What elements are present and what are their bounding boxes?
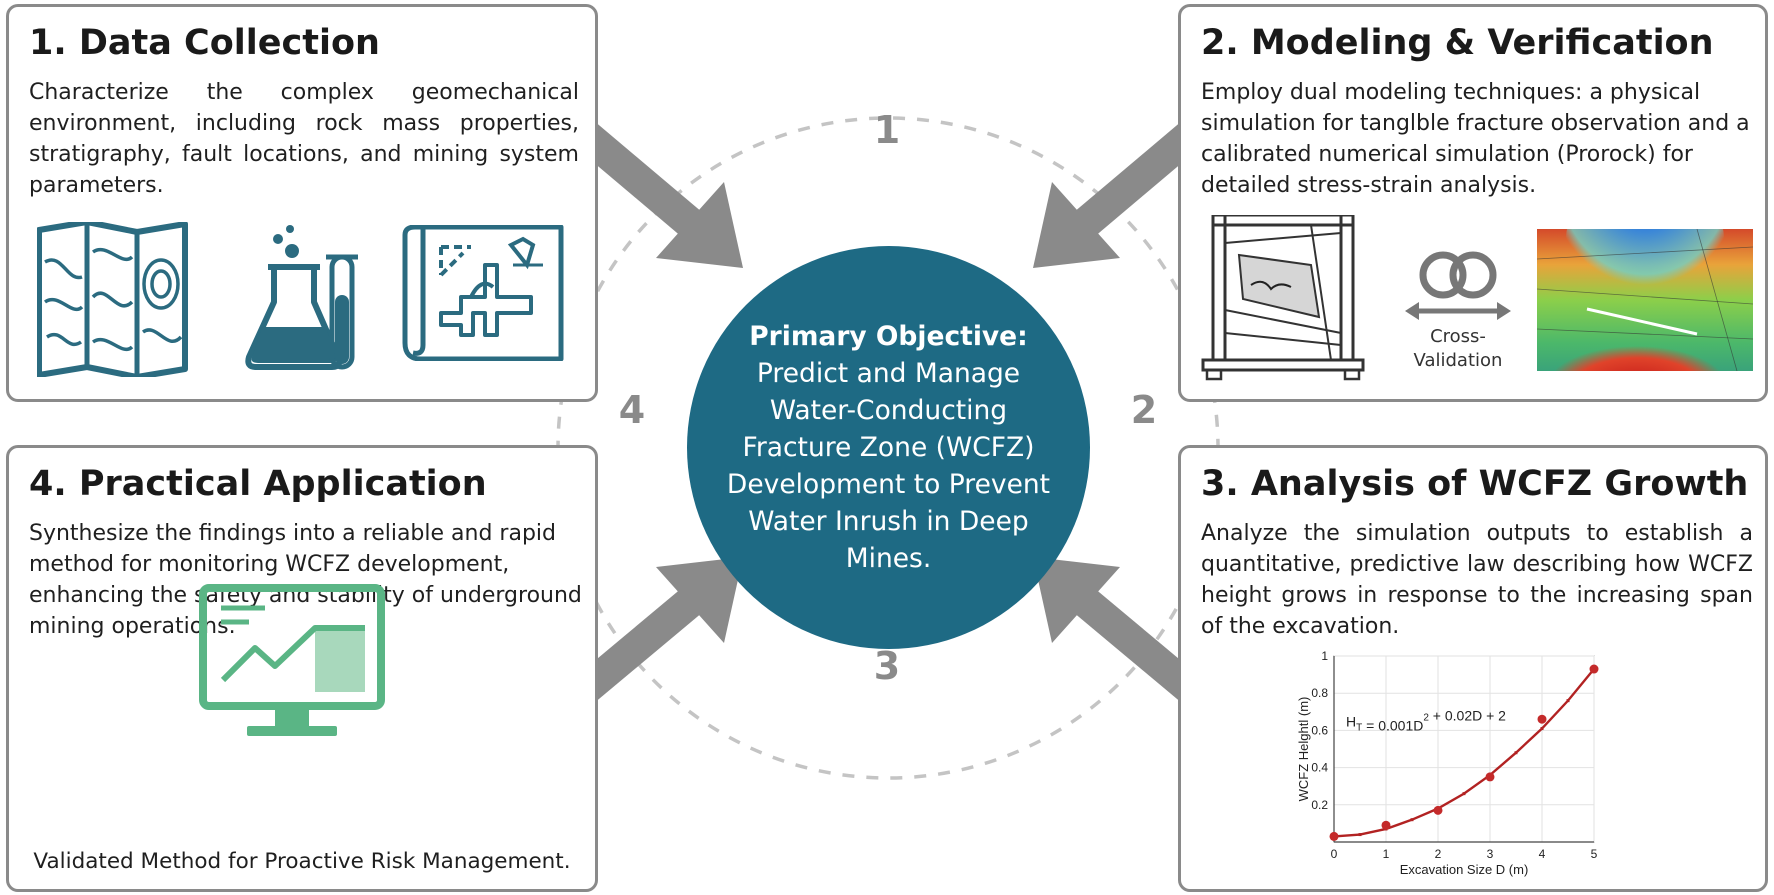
data-point bbox=[1485, 772, 1495, 782]
y-tick-label: 0.2 bbox=[1311, 798, 1328, 812]
data-point bbox=[1329, 831, 1339, 841]
y-tick-label: 0.8 bbox=[1311, 686, 1328, 700]
panel-title: 3. Analysis of WCFZ Growth bbox=[1201, 464, 1749, 504]
fit-curve-marker bbox=[1540, 727, 1544, 731]
arrow-from-data-collection bbox=[569, 117, 743, 268]
panel-title: 4. Practical Application bbox=[29, 464, 487, 504]
fit-curve-marker bbox=[1358, 833, 1362, 837]
x-tick-label: 2 bbox=[1435, 847, 1442, 861]
x-tick-label: 1 bbox=[1383, 847, 1390, 861]
panel-analysis-wcfz-growth: 3. Analysis of WCFZ Growth Analyze the s… bbox=[1178, 445, 1768, 892]
primary-objective-text: Primary Objective: Predict and Manage Wa… bbox=[724, 318, 1054, 577]
numerical-stress-map-icon bbox=[1537, 229, 1753, 371]
panel-description: Employ dual modeling techniques: a physi… bbox=[1201, 80, 1750, 198]
panel-description: Characterize the complex geomechanical e… bbox=[29, 80, 579, 198]
mine-blueprint-icon bbox=[402, 225, 564, 361]
x-axis-label: Excavation Size D (m) bbox=[1400, 862, 1529, 877]
topographic-map-icon bbox=[37, 222, 188, 377]
data-point bbox=[1537, 714, 1547, 724]
fit-curve-marker bbox=[1462, 792, 1466, 796]
step-number-2: 2 bbox=[1130, 388, 1158, 432]
data-point bbox=[1433, 805, 1443, 815]
fit-curve-marker bbox=[1410, 818, 1414, 822]
arrow-from-modeling bbox=[1033, 117, 1207, 268]
step-number-4: 4 bbox=[618, 388, 646, 432]
cross-validation-arrows-icon bbox=[1405, 251, 1511, 320]
arrow-from-analysis bbox=[1033, 557, 1207, 707]
y-tick-label: 1 bbox=[1321, 649, 1328, 663]
primary-objective-circle: Primary Objective: Predict and Manage Wa… bbox=[687, 246, 1090, 649]
panel-modeling-verification: 2. Modeling & Verification Employ dual m… bbox=[1178, 4, 1768, 402]
panel-title: 2. Modeling & Verification bbox=[1201, 23, 1714, 63]
equation-annotation: HT = 0.001D2 + 0.02D + 2 bbox=[1346, 708, 1506, 734]
cross-validation-label: Cross-Validation bbox=[1413, 326, 1503, 371]
fit-curve-marker bbox=[1514, 751, 1518, 755]
y-tick-label: 0.4 bbox=[1311, 761, 1328, 775]
equation-part: T bbox=[1356, 723, 1362, 734]
x-tick-label: 5 bbox=[1591, 847, 1598, 861]
equation-part: H bbox=[1346, 714, 1356, 730]
plot-area bbox=[1333, 655, 1595, 843]
step-number-1: 1 bbox=[873, 108, 901, 152]
primary-objective-body: Predict and Manage Water-Conducting Frac… bbox=[726, 358, 1051, 574]
x-tick-label: 3 bbox=[1487, 847, 1494, 861]
y-axis-label: WCFZ Helghtl (m) bbox=[1296, 697, 1311, 802]
y-tick-label: 0.6 bbox=[1311, 723, 1328, 737]
data-point bbox=[1589, 664, 1599, 674]
panel-data-collection: 1. Data Collection Characterize the comp… bbox=[6, 4, 598, 402]
flask-test-tube-icon bbox=[245, 225, 358, 370]
monitor-trend-chart-icon bbox=[199, 584, 385, 736]
arrow-from-application bbox=[569, 557, 743, 707]
equation-part: 2 bbox=[1423, 713, 1429, 724]
physical-model-frame-icon bbox=[1201, 215, 1365, 381]
equation-part: + 0.02D + 2 bbox=[1429, 708, 1506, 724]
fit-curve-marker bbox=[1566, 699, 1570, 703]
step-number-3: 3 bbox=[873, 644, 901, 688]
panel-description: Analyze the simulation outputs to establ… bbox=[1201, 521, 1753, 639]
data-point bbox=[1381, 820, 1391, 830]
panel-title: 1. Data Collection bbox=[29, 23, 380, 63]
x-tick-label: 4 bbox=[1539, 847, 1546, 861]
panel-caption: Validated Method for Proactive Risk Mana… bbox=[33, 849, 571, 874]
x-tick-label: 0 bbox=[1331, 847, 1338, 861]
equation-part: = 0.001D bbox=[1362, 718, 1423, 734]
primary-objective-lead: Primary Objective: bbox=[749, 321, 1028, 352]
panel-practical-application: 4. Practical Application Synthesize the … bbox=[6, 445, 598, 892]
